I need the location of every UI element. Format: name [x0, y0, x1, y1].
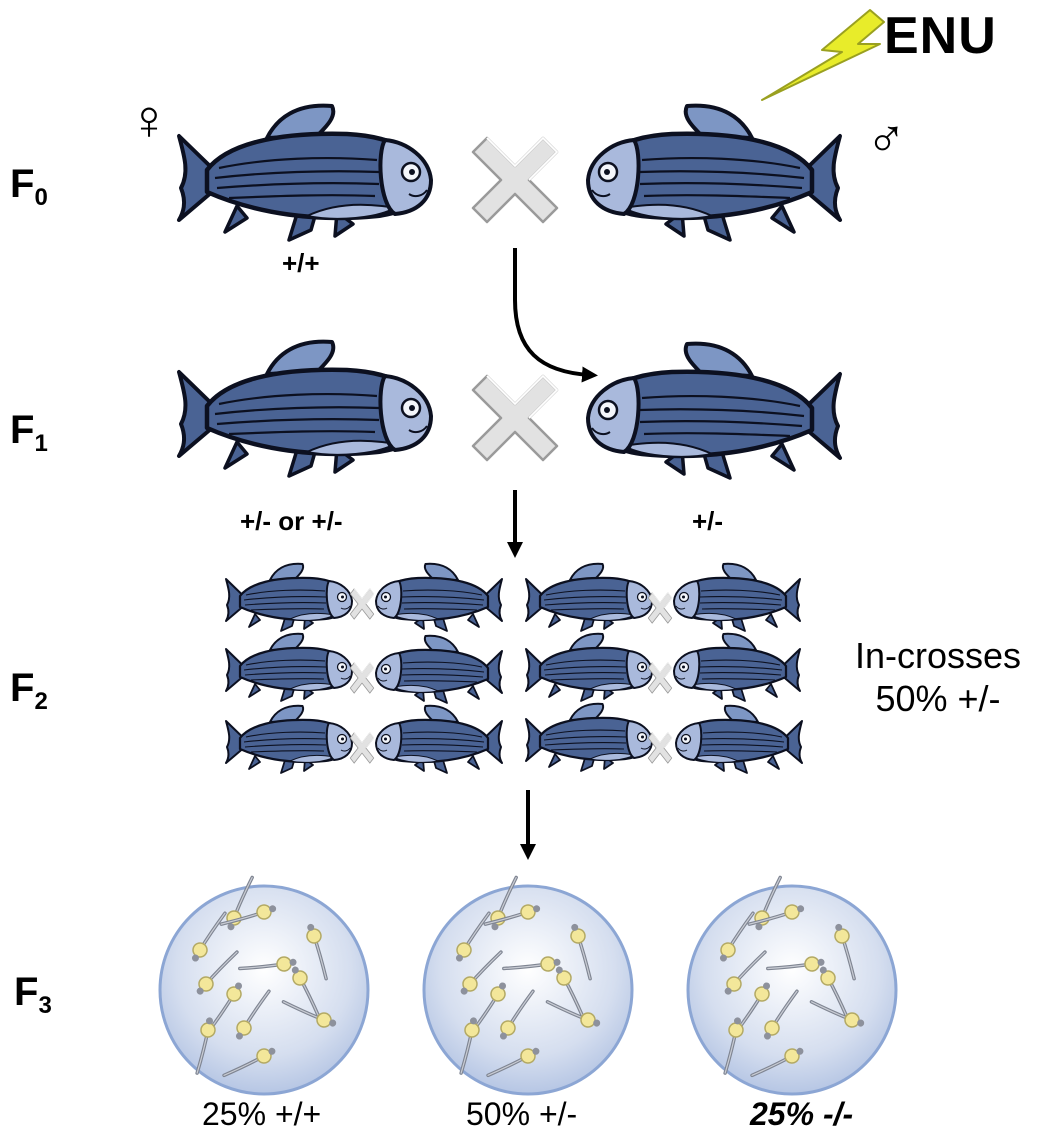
- petri-dish-heterozygous: [422, 875, 634, 1096]
- small-fish: [674, 634, 800, 701]
- incross-title: In-crosses: [854, 635, 1022, 676]
- petri-dish-homozygous: [686, 875, 898, 1096]
- incross-ratio: 50% +/-: [875, 678, 1001, 720]
- petri-dish-wildtype: [158, 875, 370, 1096]
- genotype-f1-female: +/- or +/-: [240, 506, 343, 536]
- f1-female-fish: [179, 342, 431, 476]
- incross-pair: [224, 562, 502, 633]
- small-cross-icon: [647, 592, 673, 624]
- small-fish: [676, 706, 802, 773]
- genotype-f0-female: +/+: [282, 248, 320, 278]
- f0-female-fish: [179, 106, 431, 240]
- f0-cross-icon: [471, 136, 559, 224]
- incross-pair: [224, 704, 502, 775]
- f0-male-fish: [588, 106, 840, 240]
- small-fish: [524, 632, 654, 703]
- incross-caption: In-crosses 50% +/-: [828, 634, 1048, 720]
- incross-pair: [224, 632, 502, 703]
- generation-label-f3: F3: [14, 972, 52, 1018]
- male-symbol: ♂: [866, 109, 907, 169]
- f0-to-f1-arrow: [513, 248, 598, 383]
- small-fish: [376, 706, 502, 773]
- small-fish: [224, 562, 354, 633]
- incross-pair: [524, 632, 800, 703]
- small-fish: [376, 564, 502, 631]
- generation-letter: F: [14, 970, 39, 1014]
- lightning-icon: [761, 9, 885, 101]
- generation-label-f0: F0: [10, 164, 48, 210]
- small-fish: [224, 632, 354, 703]
- incross-pair: [524, 562, 800, 633]
- small-cross-icon: [349, 662, 375, 694]
- small-fish: [674, 564, 800, 631]
- small-cross-icon: [349, 588, 375, 620]
- small-cross-icon: [647, 732, 673, 764]
- f2-incross-grid: [224, 562, 802, 775]
- female-symbol: ♀: [128, 88, 170, 151]
- small-fish: [376, 636, 502, 703]
- outcome-label-wildtype: 25% +/+: [202, 1096, 322, 1132]
- generation-subscript: 2: [34, 688, 48, 715]
- enu-label: ENU: [884, 7, 997, 65]
- generation-subscript: 0: [34, 184, 48, 211]
- small-fish: [224, 704, 354, 775]
- incross-pair: [524, 702, 802, 773]
- generation-letter: F: [10, 162, 35, 206]
- generation-label-f2: F2: [10, 668, 48, 714]
- generation-letter: F: [10, 408, 35, 452]
- small-cross-icon: [647, 662, 673, 694]
- f1-cross-icon: [471, 374, 559, 462]
- generation-subscript: 3: [38, 992, 52, 1019]
- generation-letter: F: [10, 666, 35, 710]
- small-cross-icon: [349, 732, 375, 764]
- small-fish: [524, 562, 654, 633]
- outcome-label-homozygous: 25% -/-: [750, 1096, 854, 1132]
- generation-label-f1: F1: [10, 410, 48, 456]
- generation-subscript: 1: [34, 430, 48, 457]
- f1-male-fish: [588, 344, 840, 478]
- small-fish: [524, 702, 654, 773]
- outcome-label-heterozygous: 50% +/-: [466, 1096, 578, 1132]
- genotype-f1-male: +/-: [692, 506, 724, 536]
